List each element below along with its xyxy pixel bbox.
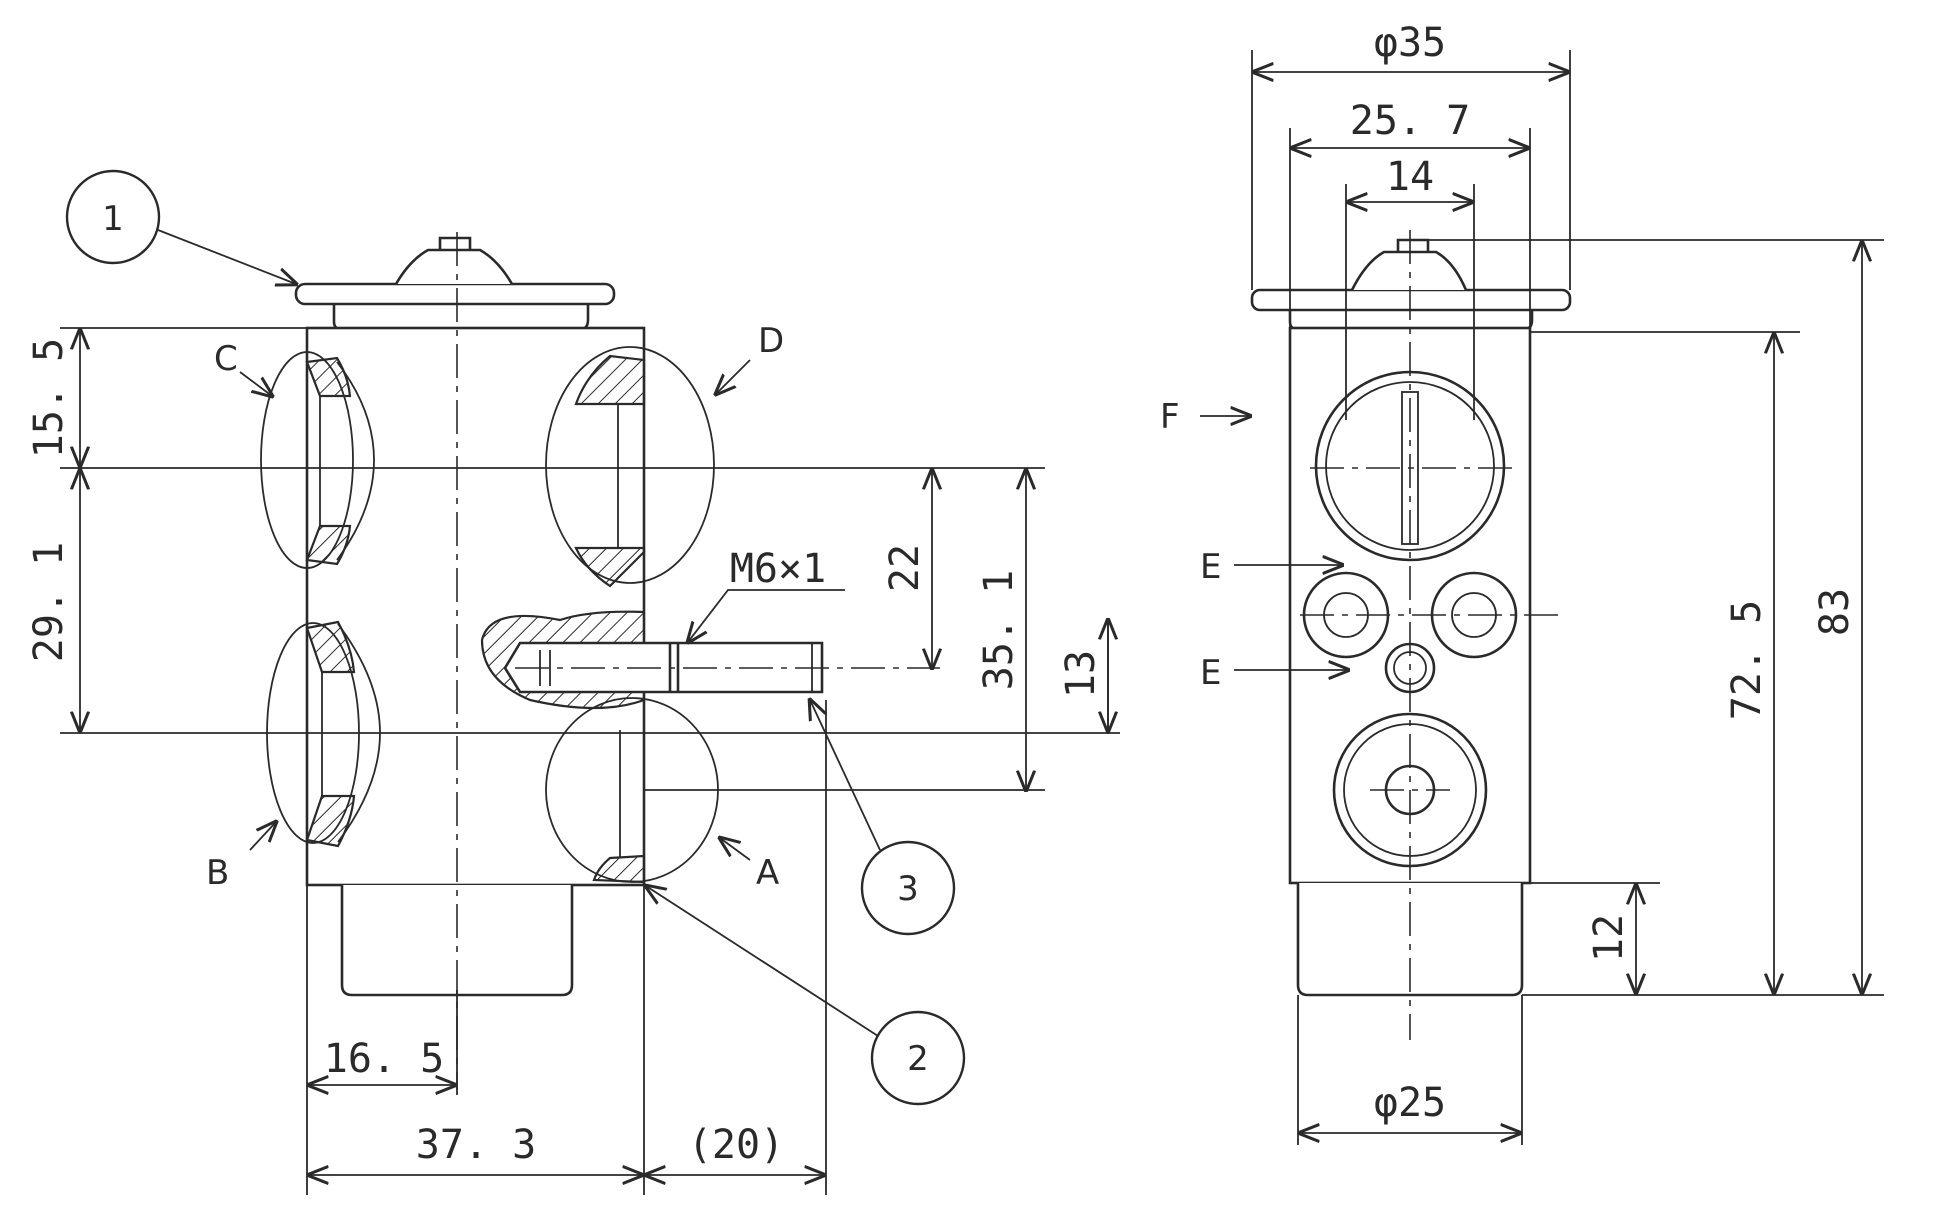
front-top-cap <box>1250 238 1572 332</box>
label-c: C <box>214 339 238 379</box>
label-f: F <box>1160 397 1180 437</box>
dim-22: 22 <box>882 544 928 592</box>
dim-72-5: 72. 5 <box>1724 600 1770 720</box>
dim-dia-35: φ35 <box>1374 20 1446 66</box>
front-view: φ35 25. 7 14 83 72. 5 12 φ25 E E F <box>1160 20 1884 1145</box>
dim-16-5: 16. 5 <box>324 1036 444 1082</box>
balloon-1-number: 2 <box>907 1039 929 1079</box>
label-a: A <box>756 853 779 893</box>
balloon-2 <box>65 169 296 284</box>
label-e-upper: E <box>1200 547 1221 587</box>
front-bottom-spigot <box>1296 883 1524 997</box>
label-d: D <box>758 321 784 361</box>
dim-13: 13 <box>1058 650 1104 698</box>
balloon-2-number: 1 <box>102 199 124 239</box>
port-d <box>545 346 715 588</box>
label-e-lower: E <box>1200 653 1221 693</box>
dim-dia-25: φ25 <box>1374 1080 1446 1126</box>
dim-37-3: 37. 3 <box>416 1122 536 1168</box>
front-lower-port <box>1332 712 1488 868</box>
side-top-cap <box>294 236 616 332</box>
front-e-ports <box>1302 571 1518 694</box>
front-extension-lines <box>1251 50 1884 1145</box>
balloon-3 <box>810 700 956 936</box>
side-view: 15. 5 29. 1 22 35. 1 13 M6×1 16. 5 37. 3… <box>26 169 1120 1195</box>
port-a <box>545 697 719 884</box>
dim-83: 83 <box>1812 588 1858 636</box>
balloon-3-number: 3 <box>897 869 919 909</box>
dim-35-1: 35. 1 <box>976 570 1022 690</box>
side-main-block <box>305 326 646 887</box>
dim-14: 14 <box>1386 154 1434 200</box>
dim-20: (20) <box>688 1122 784 1168</box>
dim-29-1: 29. 1 <box>26 542 72 662</box>
dim-15-5: 15. 5 <box>26 338 72 458</box>
balloon-1 <box>646 886 966 1106</box>
port-c <box>260 351 375 569</box>
label-b: B <box>206 853 229 893</box>
side-dimension-lines <box>80 330 1108 1175</box>
front-dimension-lines <box>1254 72 1862 1133</box>
front-upper-port <box>1314 370 1506 562</box>
dim-25-7: 25. 7 <box>1350 98 1470 144</box>
dim-thread: M6×1 <box>730 546 826 592</box>
threaded-bore <box>480 610 940 710</box>
dim-12: 12 <box>1586 914 1632 962</box>
front-leaders <box>1200 416 1348 670</box>
side-leaders <box>239 359 751 861</box>
side-extension-lines <box>60 327 1120 1195</box>
